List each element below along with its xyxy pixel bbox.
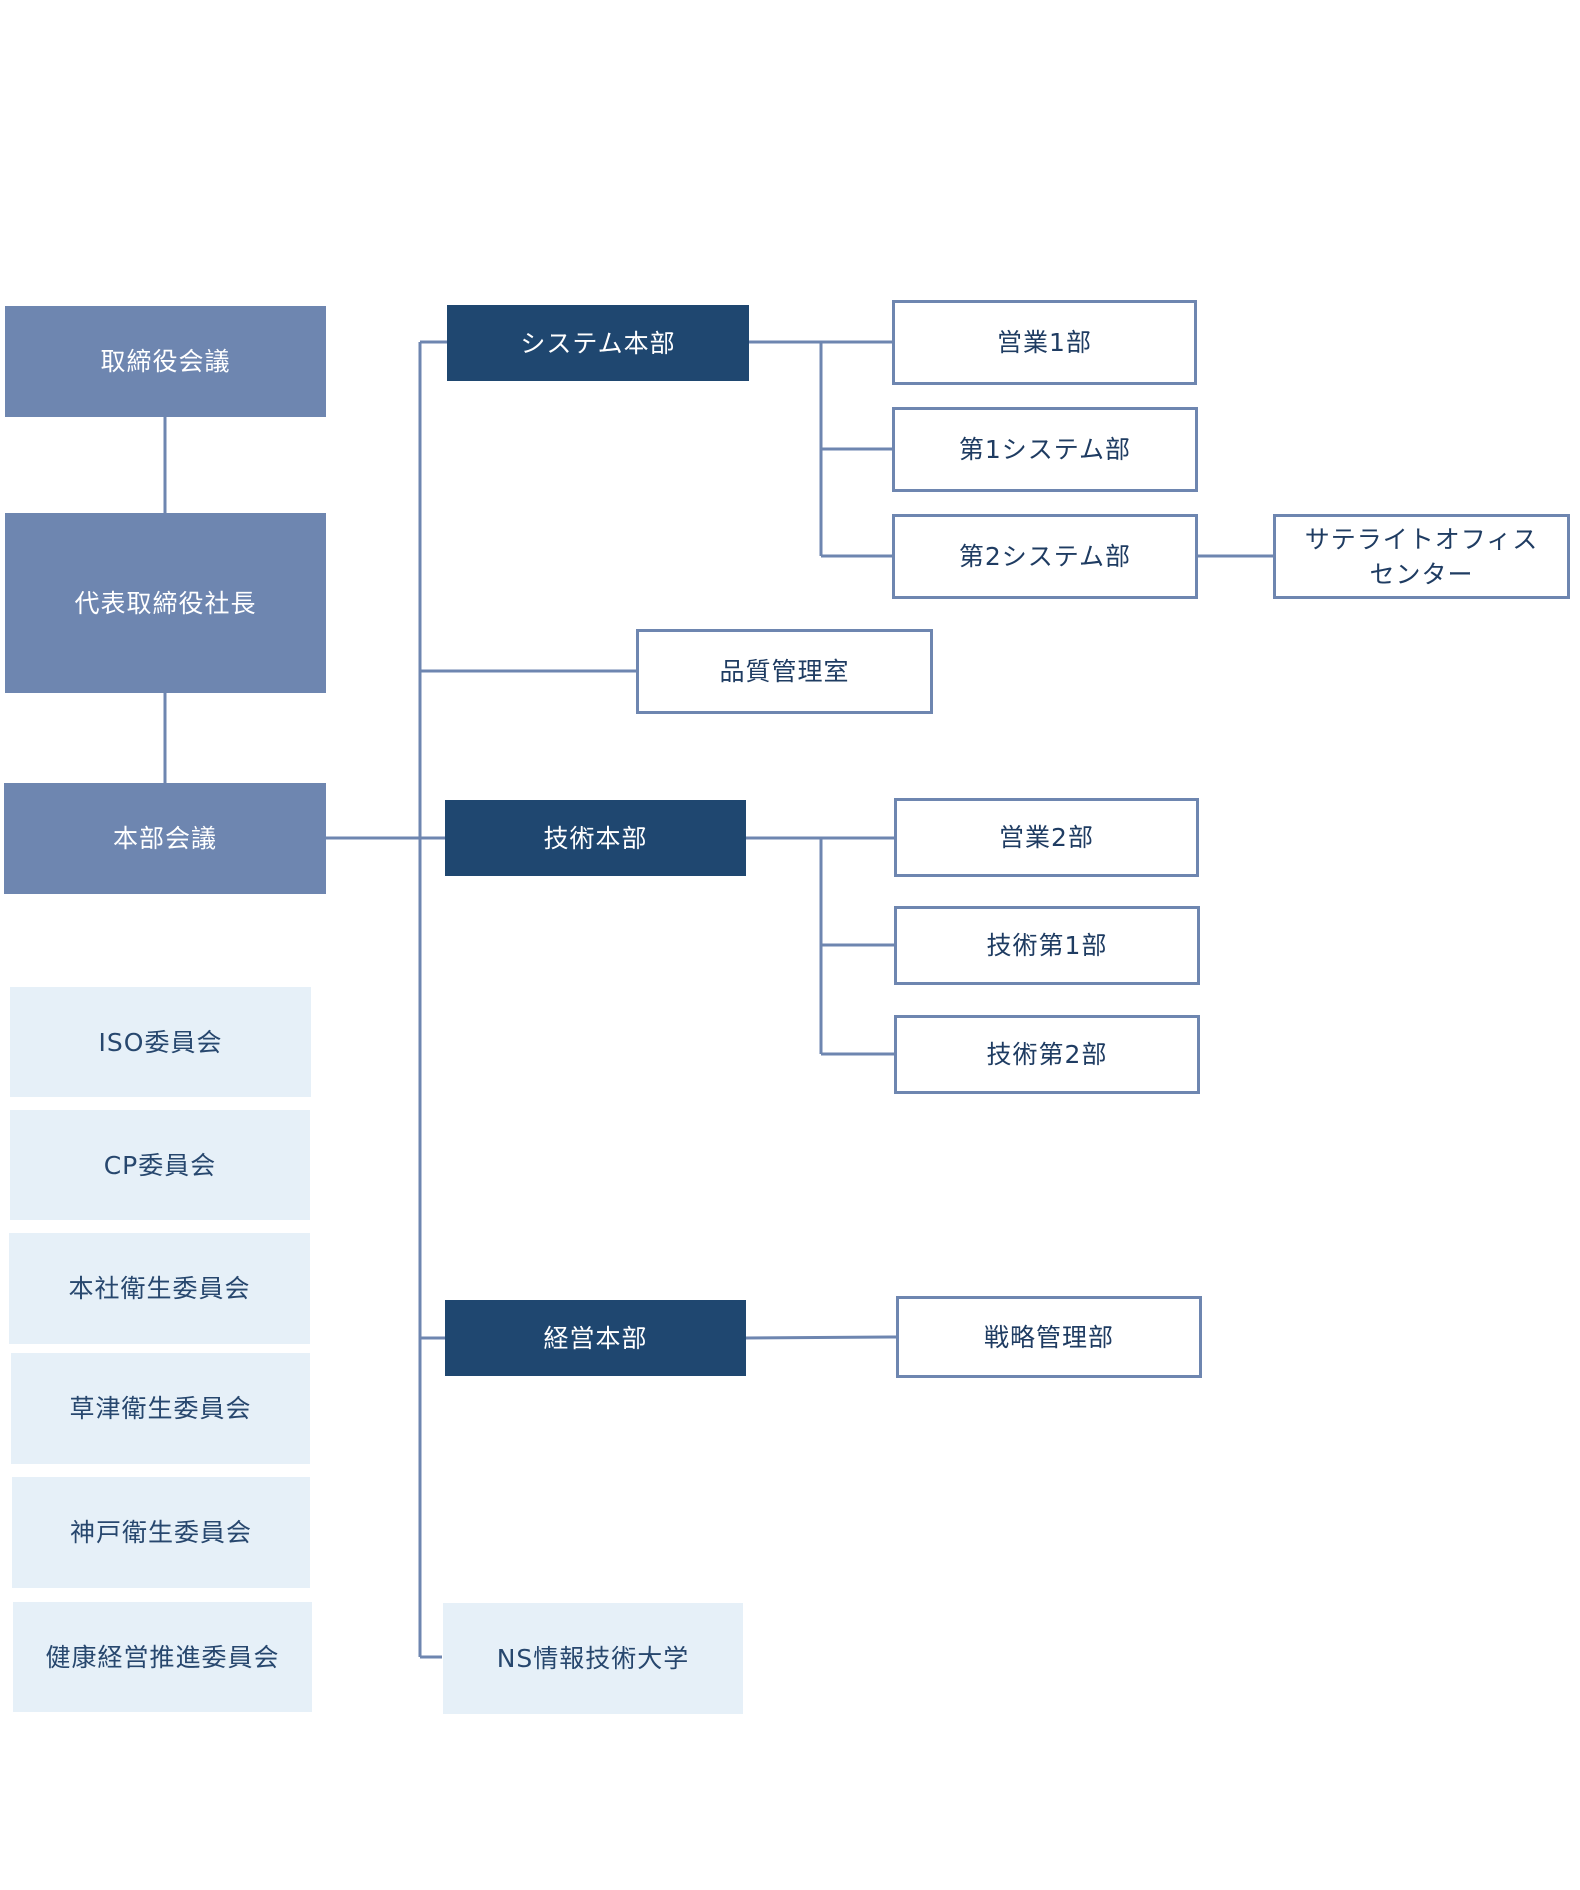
committee-kobe-health: 神戸衛生委員会	[12, 1477, 310, 1588]
tech-dept-1-box: 技術第1部	[894, 906, 1200, 985]
committee-iso: ISO委員会	[10, 987, 311, 1097]
committee-label: 本社衛生委員会	[68, 1274, 251, 1303]
department-label: 第1システム部	[958, 435, 1132, 464]
system-hq-label: システム本部	[520, 328, 676, 358]
president-box: 代表取締役社長	[5, 513, 326, 693]
committee-label: ISO委員会	[98, 1027, 223, 1057]
management-hq-label: 経営本部	[543, 1323, 648, 1353]
committee-kusatsu-health: 草津衛生委員会	[11, 1353, 310, 1464]
tech-dept-2-box: 技術第2部	[894, 1015, 1200, 1094]
department-label: 営業2部	[999, 823, 1094, 852]
connector-management-out	[744, 1335, 897, 1340]
sales-dept-1-box: 営業1部	[892, 300, 1197, 385]
system-dept-2-box: 第2システム部	[892, 514, 1198, 599]
sales-dept-2-box: 営業2部	[894, 798, 1199, 877]
tech-hq-label: 技術本部	[543, 823, 648, 853]
quality-office-label: 品質管理室	[719, 657, 850, 686]
committee-cp: CP委員会	[10, 1110, 310, 1220]
satellite-office-box: サテライトオフィス センター	[1273, 514, 1570, 599]
board-meeting-box: 取締役会議	[5, 306, 326, 417]
strategy-dept-box: 戦略管理部	[896, 1296, 1202, 1378]
board-meeting-label: 取締役会議	[100, 347, 231, 376]
university-box: NS情報技術大学	[443, 1603, 743, 1714]
president-label: 代表取締役社長	[74, 588, 257, 618]
department-label: 営業1部	[997, 328, 1092, 357]
system-dept-1-box: 第1システム部	[892, 407, 1198, 492]
department-label: 技術第2部	[986, 1040, 1108, 1069]
department-label: 戦略管理部	[983, 1322, 1114, 1352]
committee-health-management: 健康経営推進委員会	[13, 1602, 312, 1712]
committee-label: 草津衛生委員会	[69, 1394, 252, 1423]
university-label: NS情報技術大学	[496, 1644, 690, 1673]
quality-office-box: 品質管理室	[636, 629, 933, 714]
tech-hq-box: 技術本部	[445, 800, 746, 876]
hq-meeting-label: 本部会議	[112, 824, 217, 853]
committee-head-office-health: 本社衛生委員会	[9, 1233, 310, 1344]
department-label: 技術第1部	[986, 931, 1108, 960]
department-label: 第2システム部	[958, 542, 1132, 571]
committee-label: 神戸衛生委員会	[69, 1518, 252, 1547]
hq-meeting-box: 本部会議	[4, 783, 326, 894]
management-hq-box: 経営本部	[445, 1300, 746, 1376]
satellite-office-label: サテライトオフィス センター	[1304, 524, 1539, 589]
committee-label: 健康経営推進委員会	[45, 1642, 280, 1672]
system-hq-box: システム本部	[447, 305, 749, 381]
committee-label: CP委員会	[103, 1150, 217, 1180]
